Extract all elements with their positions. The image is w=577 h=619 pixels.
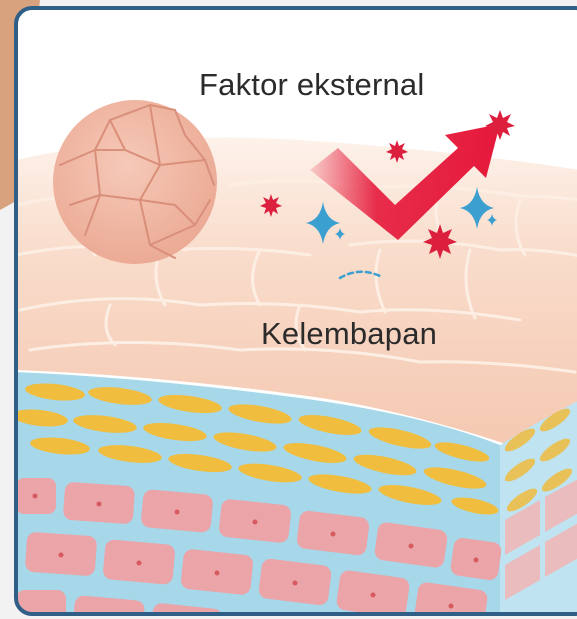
external-factor-label: Faktor eksternal <box>199 67 424 103</box>
cracked-skin-circle-icon <box>53 100 217 264</box>
moisture-label: Kelembapan <box>261 316 437 352</box>
